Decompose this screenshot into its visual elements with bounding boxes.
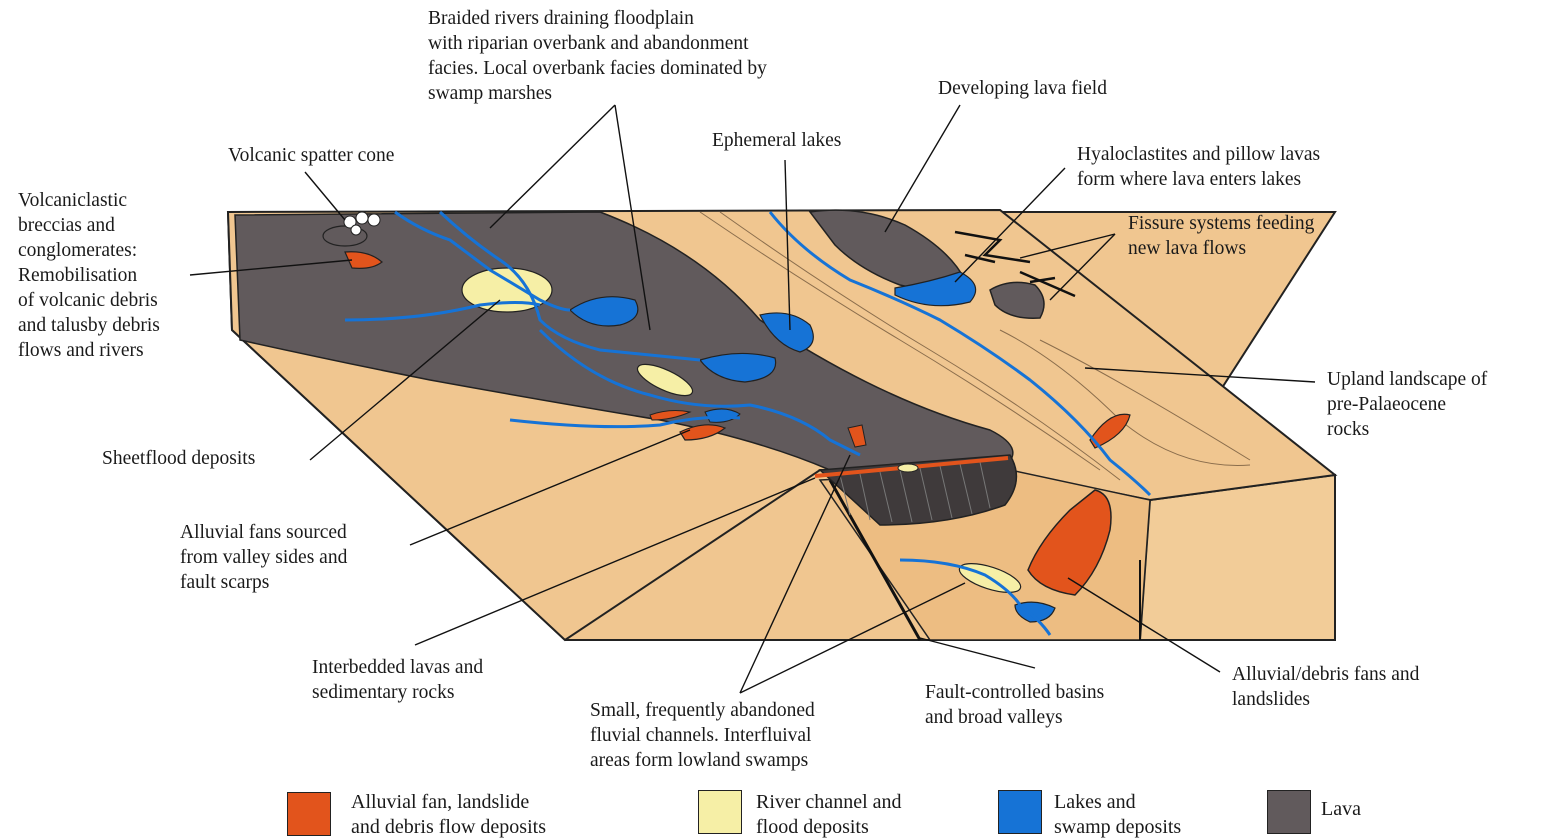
label-ephemeral-lakes: Ephemeral lakes (712, 128, 841, 153)
block-right-face (1140, 475, 1335, 640)
legend-text-lava: Lava (1321, 797, 1361, 822)
label-sheetflood: Sheetflood deposits (102, 446, 255, 471)
label-spatter-cone: Volcanic spatter cone (228, 143, 394, 168)
river-channel-deposit (898, 464, 918, 472)
legend-swatch-river-channel (698, 790, 742, 834)
legend-swatch-lava (1267, 790, 1311, 834)
legend-swatch-alluvial (287, 792, 331, 836)
legend-swatch-lakes (998, 790, 1042, 834)
label-lava-field: Developing lava field (938, 76, 1107, 101)
